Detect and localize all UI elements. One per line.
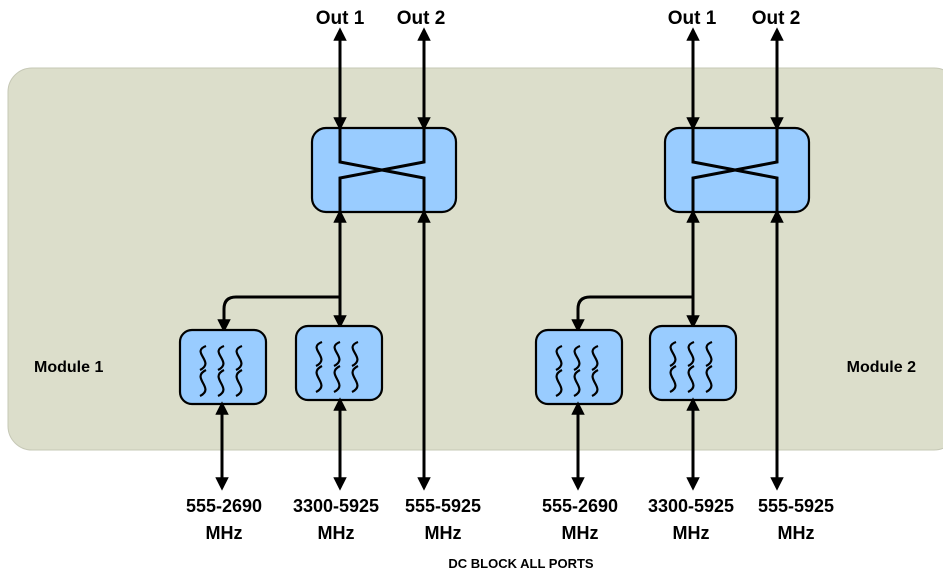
input-unit-label: MHz bbox=[778, 523, 815, 543]
input-range-label: 555-5925 bbox=[758, 496, 834, 516]
input-unit-label: MHz bbox=[206, 523, 243, 543]
input-range-label: 555-5925 bbox=[405, 496, 481, 516]
module-1-group: Out 1 Out 2 Module 1 555-2690 MHz 3300-5… bbox=[34, 8, 481, 543]
crossover-lines bbox=[338, 128, 426, 212]
branch-arrow bbox=[217, 295, 340, 333]
branch-arrow bbox=[571, 295, 693, 333]
input-unit-label: MHz bbox=[673, 523, 710, 543]
module-1-label: Module 1 bbox=[34, 359, 103, 376]
input-unit-label: MHz bbox=[318, 523, 355, 543]
out1-label: Out 1 bbox=[316, 8, 365, 29]
out1-label: Out 1 bbox=[668, 8, 717, 29]
input-range-label: 555-2690 bbox=[186, 496, 262, 516]
module-2-group: Out 1 Out 2 Module 2 555-2690 MHz 3300-5… bbox=[534, 8, 916, 543]
out2-label: Out 2 bbox=[752, 8, 801, 29]
out2-label: Out 2 bbox=[397, 8, 446, 29]
input-range-label: 3300-5925 bbox=[648, 496, 734, 516]
input-unit-label: MHz bbox=[562, 523, 599, 543]
crossover-lines bbox=[691, 128, 779, 212]
input-unit-label: MHz bbox=[425, 523, 462, 543]
module-panel bbox=[7, 67, 943, 451]
input-range-label: 3300-5925 bbox=[293, 496, 379, 516]
footer-note: DC BLOCK ALL PORTS bbox=[448, 556, 593, 571]
module-2-label: Module 2 bbox=[847, 359, 916, 376]
input-range-label: 555-2690 bbox=[542, 496, 618, 516]
